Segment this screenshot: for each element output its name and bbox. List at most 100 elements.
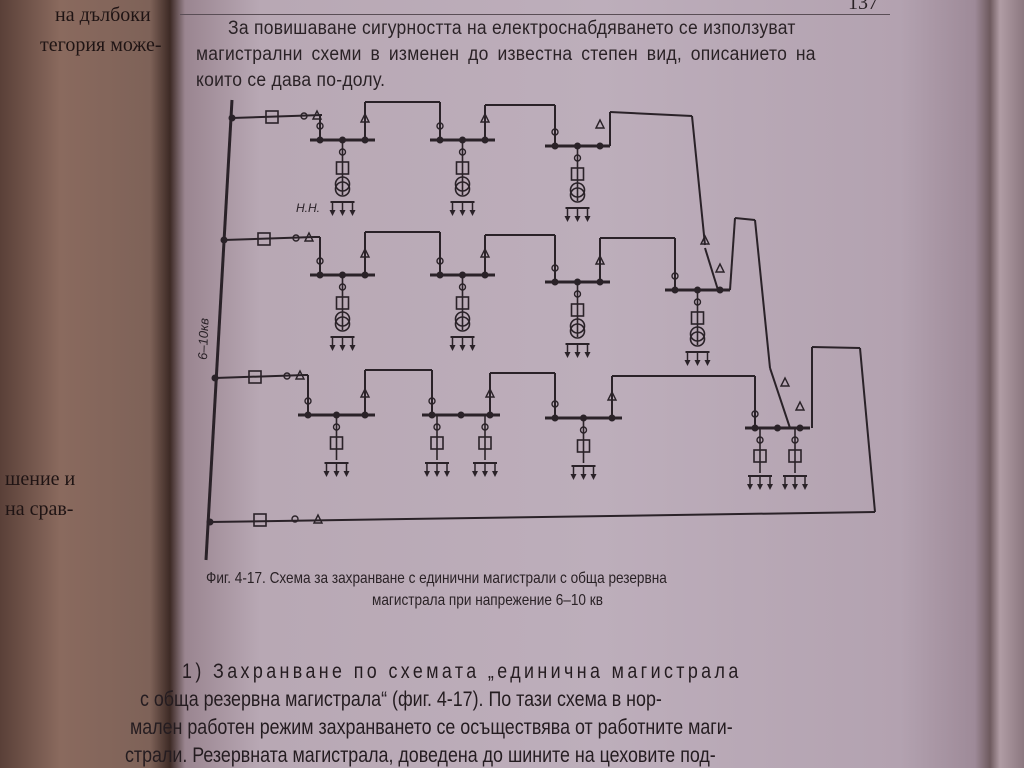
feeder-line: [231, 114, 323, 119]
reserve-trunk: [859, 347, 876, 513]
load-arrow-icon: [704, 360, 711, 366]
intro-line: които се дава по-долу.: [196, 70, 386, 91]
disconnector-ring: [316, 257, 324, 265]
load-arrow-icon: [782, 484, 788, 490]
junction-dot: [774, 424, 781, 432]
fuse-triangle: [312, 513, 324, 524]
disconnector-ring: [291, 515, 299, 523]
disconnector-ring: [338, 148, 347, 156]
disconnector-ring: [791, 436, 799, 444]
transformer-icon: [454, 181, 471, 197]
left-page-line: на срав-: [5, 498, 74, 520]
fuse-triangle: [303, 231, 315, 242]
transformer-icon: [569, 318, 586, 334]
transformer-icon: [454, 176, 471, 192]
junction-dot: [436, 271, 444, 279]
load-arrow-icon: [580, 474, 587, 480]
load-arrow-icon: [472, 471, 478, 477]
disconnector-ring: [283, 372, 291, 380]
body-line: страли. Резервната магистрала, доведена …: [125, 744, 716, 767]
breaker-box: [455, 161, 470, 175]
left-page-line: шение и: [5, 468, 76, 490]
breaker-box: [329, 436, 344, 450]
fuse-triangle: [294, 369, 306, 380]
transformer-icon: [569, 187, 586, 203]
load-arrow-icon: [694, 360, 701, 366]
breaker-box: [570, 167, 585, 181]
transformer-icon: [334, 311, 351, 327]
feeder-line: [214, 374, 306, 379]
disconnector-ring: [292, 234, 300, 242]
load-arrow-icon: [757, 484, 763, 490]
wire: [729, 217, 736, 291]
transformer-icon: [334, 176, 351, 192]
voltage-label: 6–10кв: [195, 318, 211, 361]
load-arrow-icon: [349, 210, 356, 216]
disconnector-ring: [751, 410, 759, 418]
load-arrow-icon: [459, 210, 466, 216]
disconnector-ring: [433, 423, 441, 431]
breaker-box: [690, 311, 705, 325]
breaker-box: [570, 303, 585, 317]
body-line: 1) Захранване по схемата „единична магис…: [182, 660, 742, 683]
breaker-box: [335, 296, 350, 310]
load-arrow-icon: [767, 484, 773, 490]
junction-dot: [751, 424, 759, 432]
disconnector-ring: [551, 400, 559, 408]
breaker-box: [253, 513, 267, 527]
junction-dot: [457, 411, 465, 419]
reserve-trunk: [209, 511, 876, 523]
junction-dot: [428, 411, 436, 419]
disconnector-ring: [551, 128, 559, 136]
fuse-triangle: [794, 400, 806, 411]
feeder-line: [223, 236, 315, 241]
load-arrow-icon: [434, 471, 440, 477]
transformer-icon: [454, 316, 471, 332]
wire: [754, 219, 771, 369]
body-line: мален работен режим захранването се осъщ…: [130, 716, 733, 739]
load-arrow-icon: [584, 352, 591, 358]
wire: [769, 367, 791, 429]
load-arrow-icon: [349, 345, 356, 351]
disconnector-ring: [481, 423, 489, 431]
page-number: 137: [848, 0, 878, 14]
load-arrow-icon: [459, 345, 466, 351]
breaker-box: [788, 449, 802, 463]
header-rule: [180, 14, 890, 15]
intro-line: магистрални схеми в изменен до известна …: [196, 44, 816, 65]
breaker-box: [430, 436, 444, 450]
junction-dot: [304, 411, 312, 419]
load-arrow-icon: [449, 345, 456, 351]
load-arrow-icon: [323, 471, 330, 477]
load-arrow-icon: [570, 474, 577, 480]
transformer-icon: [569, 323, 586, 339]
load-arrow-icon: [792, 484, 798, 490]
breaker-box: [335, 161, 350, 175]
transformer-icon: [689, 331, 706, 347]
wire: [609, 111, 693, 117]
transformer-icon: [454, 311, 471, 327]
left-page: на дълбоки тегория може- шение и на срав…: [0, 0, 175, 768]
junction-dot: [316, 271, 324, 279]
disconnector-ring: [436, 257, 444, 265]
junction-dot: [551, 278, 559, 286]
disconnector-ring: [671, 272, 679, 280]
load-arrow-icon: [684, 360, 691, 366]
junction-dot: [671, 286, 679, 294]
fuse-triangle: [594, 118, 606, 129]
left-page-line: на дълбоки: [55, 4, 151, 26]
wire: [704, 247, 719, 291]
load-arrow-icon: [449, 210, 456, 216]
disconnector-ring: [300, 112, 308, 120]
breaker-box: [576, 439, 591, 453]
body-line: с обща резервна магистрала“ (фиг. 4-17).…: [140, 688, 662, 711]
wire: [691, 115, 706, 246]
junction-dot: [551, 414, 559, 422]
disconnector-ring: [573, 154, 582, 162]
disconnector-ring: [573, 290, 582, 298]
disconnector-ring: [693, 298, 702, 306]
junction-dot: [316, 136, 324, 144]
load-arrow-icon: [329, 210, 336, 216]
disconnector-ring: [756, 436, 764, 444]
